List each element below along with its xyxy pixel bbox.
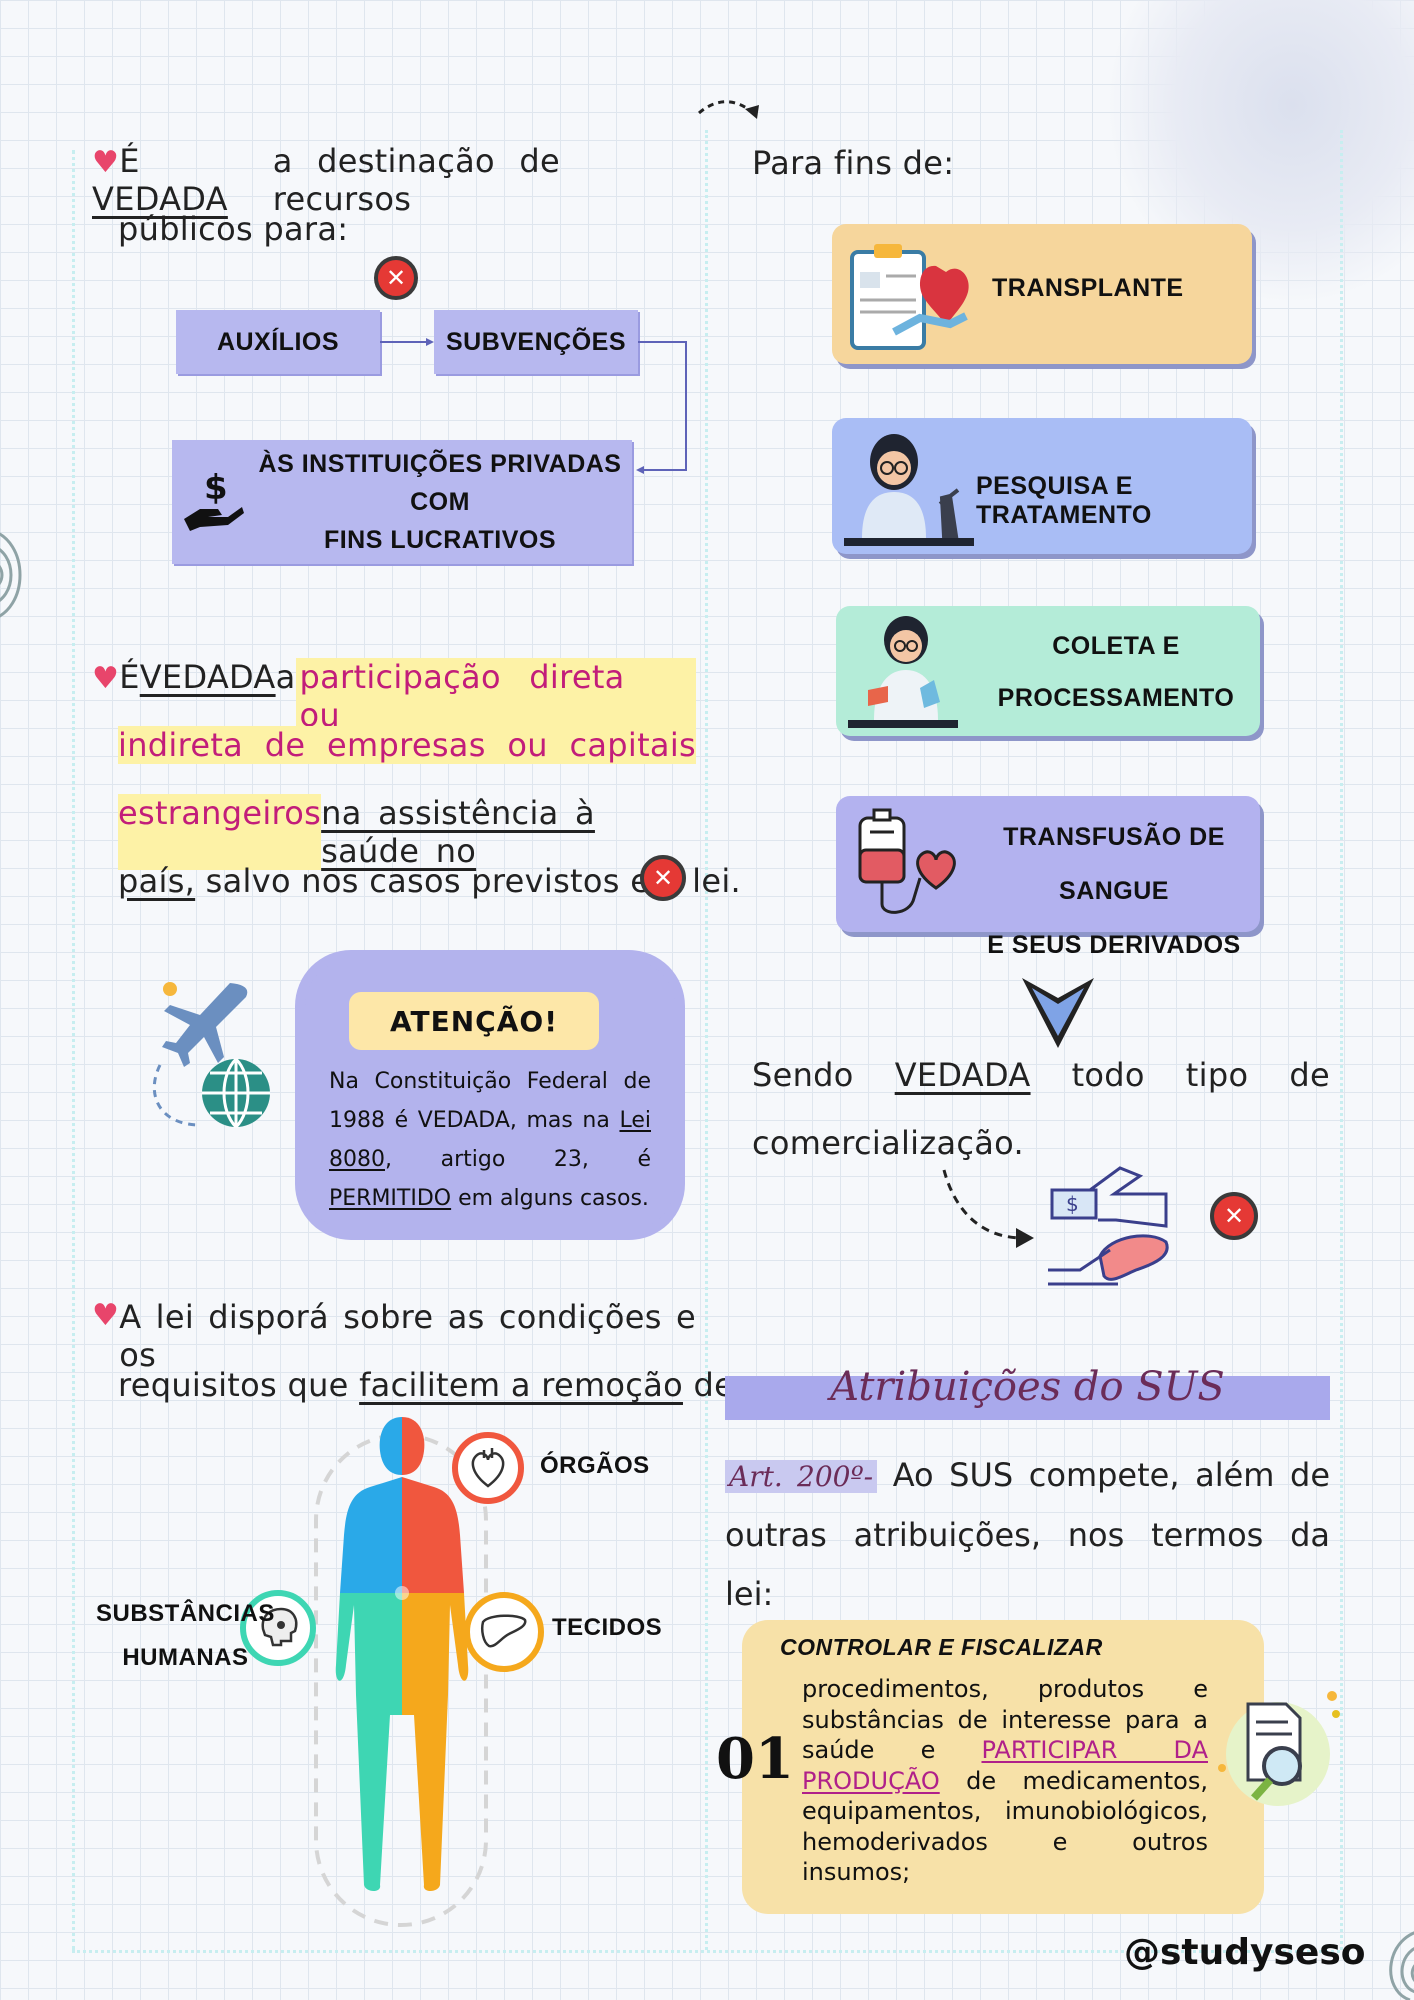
atencao-box: ATENÇÃO! Na Constituição Federal de 1988…	[305, 960, 675, 1230]
card-transfusao-label: TRANSFUSÃO DE SANGUE E SEUS DERIVADOS	[987, 823, 1241, 959]
item-01-text: procedimentos, produtos e substâncias de…	[802, 1675, 1208, 1886]
atribuicoes-intro: Art. 200º- Ao SUS compete, além de outra…	[725, 1456, 1330, 1613]
dashed-arrow-icon	[698, 100, 759, 119]
art-label: Art. 200º-	[725, 1460, 878, 1493]
card-transplante: TRANSPLANTE	[832, 224, 1252, 364]
box-subvencoes: SUBVENÇÕES	[434, 310, 638, 374]
section3-line1: ♥ A lei disporá sobre as condições e os	[92, 1298, 696, 1374]
footer-handle: @studyseso	[1124, 1932, 1366, 1973]
atribuicoes-title: Atribuições do SUS	[830, 1364, 1225, 1410]
blood-bag-icon	[858, 808, 956, 914]
flow-arrows	[380, 338, 687, 474]
section1-rest: a destinação de recursos	[272, 142, 560, 218]
vedada-word: VEDADA	[139, 658, 276, 696]
heart-icon: ♥	[92, 661, 120, 696]
atencao-text: Na Constituição Federal de 1988 é VEDADA…	[329, 1069, 651, 1211]
sendo-line1: Sendo VEDADA todo tipo de	[752, 1056, 1330, 1094]
document-search-icon	[1218, 1691, 1340, 1806]
down-arrow-icon	[1022, 978, 1094, 1048]
divider-middle	[705, 130, 708, 1950]
section2-line3: estrangeiros na assistência à saúde no	[118, 794, 595, 870]
item-01-card	[742, 1620, 1264, 1914]
vedada-word: VEDADA	[92, 180, 228, 218]
organ-sale-icon: $	[942, 1166, 1169, 1286]
svg-text:$: $	[204, 468, 228, 508]
divider-right	[1340, 130, 1343, 1950]
card-transfusao: TRANSFUSÃO DE SANGUE E SEUS DERIVADOS	[836, 796, 1260, 959]
liver-icon	[464, 1592, 544, 1672]
vedada-word: VEDADA	[894, 1056, 1031, 1094]
scientist-flask-icon	[848, 616, 958, 728]
label-tecidos: TECIDOS	[552, 1614, 663, 1641]
scientist-microscope-icon	[844, 434, 974, 546]
label-orgaos: ÓRGÃOS	[540, 1452, 650, 1479]
skull-icon	[240, 1590, 316, 1666]
section2-line2: indireta de empresas ou capitais	[118, 726, 696, 764]
card-transplante-label: TRANSPLANTE	[992, 274, 1184, 302]
svg-text:$: $	[1066, 1192, 1079, 1216]
x-close-icon: ✕	[374, 256, 418, 300]
card-pesquisa-label: PESQUISA E TRATAMENTO	[976, 472, 1152, 529]
card-pesquisa: PESQUISA E TRATAMENTO	[832, 418, 1252, 554]
divider-bottom	[72, 1950, 1340, 1953]
spiral-decoration-left	[0, 532, 22, 618]
instituicoes-line1: ÀS INSTITUIÇÕES PRIVADAS COM	[258, 450, 622, 516]
heart-icon: ♥	[92, 145, 120, 180]
box-instituicoes: $ ÀS INSTITUIÇÕES PRIVADAS COM FINS LUCR…	[172, 440, 632, 564]
human-body-illustration	[314, 1417, 488, 1927]
atencao-title-bar: ATENÇÃO!	[349, 992, 599, 1050]
label-substancias: SUBSTÂNCIAS HUMANAS	[96, 1600, 275, 1671]
x-close-icon: ✕	[640, 855, 686, 901]
highlight-text: participação direta ou	[295, 658, 696, 734]
item-01-number: 01	[716, 1726, 794, 1792]
section2-line1: ♥É VEDADA a participação direta ou	[92, 658, 696, 734]
section1-line1: ♥É VEDADA a destinação de recursos	[92, 142, 692, 218]
airplane-globe-icon	[152, 982, 270, 1129]
section1-line2: públicos para:	[118, 210, 349, 248]
money-hand-icon: $	[184, 468, 244, 531]
atribuicoes-title-bar	[725, 1376, 1330, 1420]
card-coleta-label: COLETA E PROCESSAMENTO	[997, 632, 1235, 712]
clipboard-heart-icon	[850, 244, 969, 350]
spiral-decoration-right	[1389, 1931, 1414, 2000]
card-coleta: COLETA E PROCESSAMENTO	[836, 606, 1260, 736]
x-close-icon: ✕	[1210, 1192, 1258, 1240]
sendo-line2: comercialização.	[752, 1124, 1024, 1162]
divider-left	[72, 150, 75, 1950]
atencao-title: ATENÇÃO!	[390, 1004, 558, 1038]
para-fins-text: Para fins de:	[752, 144, 955, 182]
section3-line2: requisitos que facilitem a remoção de:	[118, 1366, 746, 1404]
heart-icon: ♥	[92, 1298, 120, 1333]
instituicoes-line2: FINS LUCRATIVOS	[323, 526, 557, 554]
box-auxilios: AUXÍLIOS	[176, 310, 380, 374]
heart-organ-icon	[452, 1432, 524, 1504]
item-01-title: CONTROLAR E FISCALIZAR	[780, 1634, 1103, 1660]
